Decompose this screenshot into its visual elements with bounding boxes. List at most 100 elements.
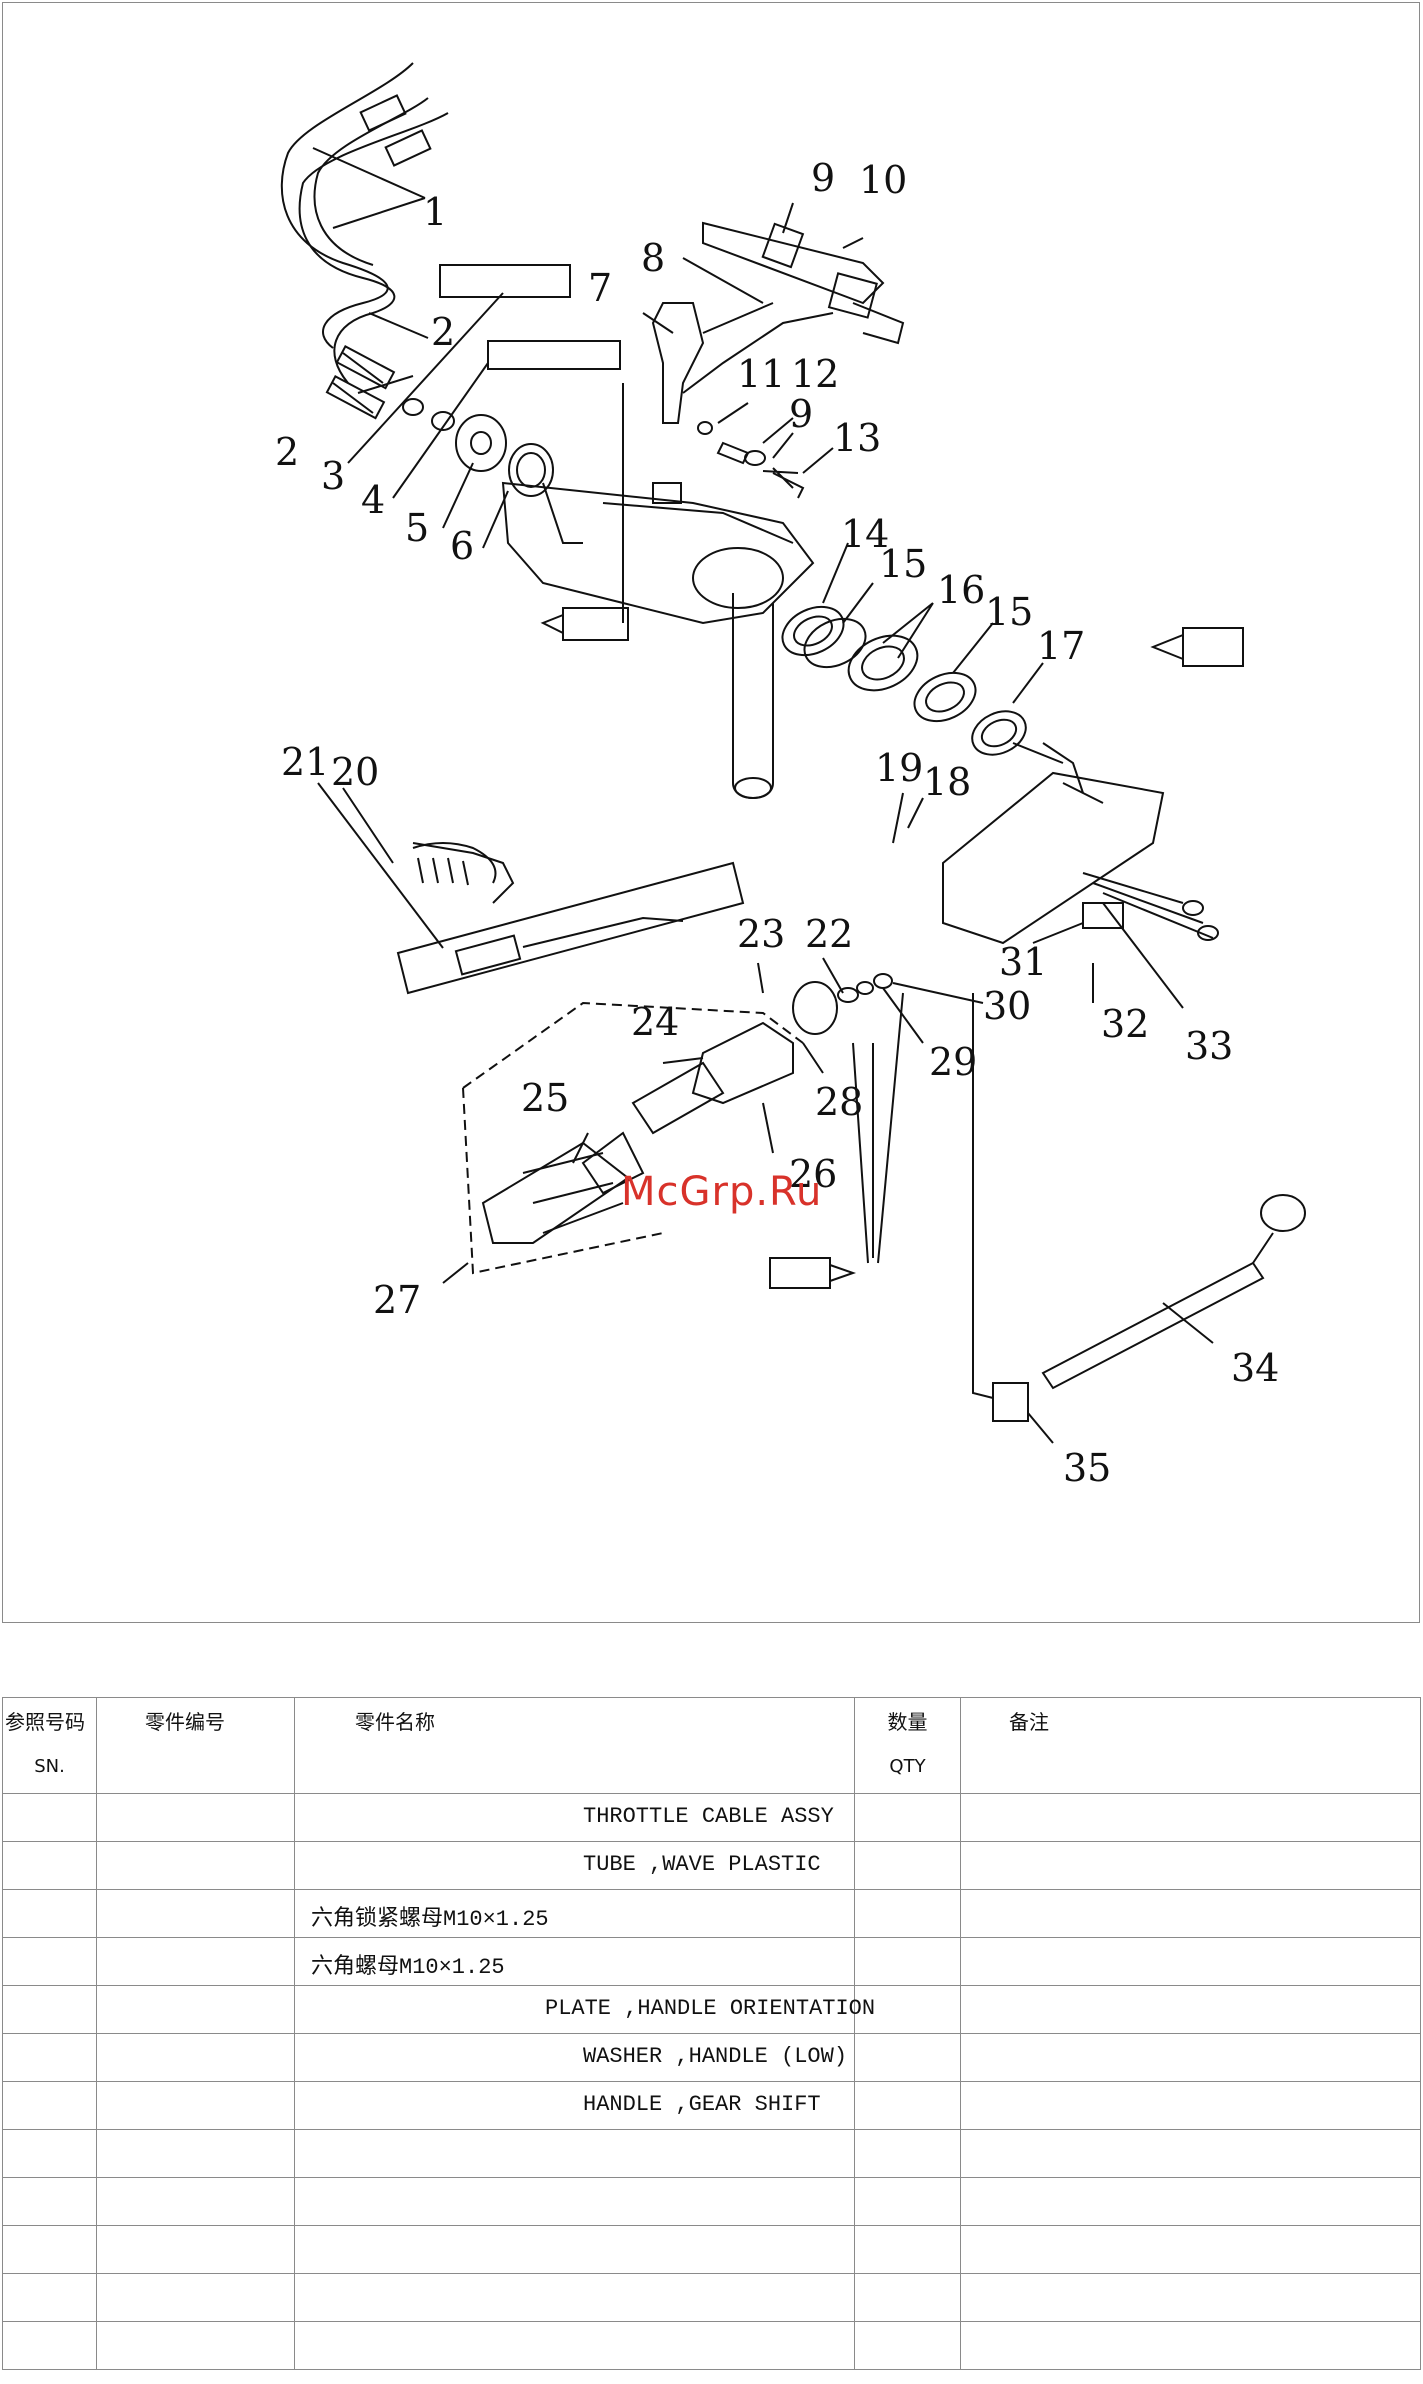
table-row	[2, 2129, 1421, 2178]
parts-table: 参照号码 SN. 零件编号 零件名称 数量 QTY 备注 THROTTLE CA…	[2, 1697, 1421, 2370]
part-name-cell: PLATE ,HANDLE ORIENTATION	[294, 1985, 875, 2034]
table-cell	[96, 1841, 295, 1890]
callout: 14	[841, 512, 889, 556]
callout: 25	[521, 1076, 569, 1120]
part-name-cell: 六角锁紧螺母M10×1.25	[294, 1889, 855, 1938]
table-header-row: 参照号码 SN. 零件编号 零件名称 数量 QTY 备注	[2, 1697, 1421, 1794]
part-name-cell: WASHER ,HANDLE (LOW)	[294, 2033, 855, 2082]
table-cell	[96, 2129, 295, 2178]
table-cell	[960, 2033, 1421, 2082]
callout: 9	[789, 392, 813, 436]
table-cell	[96, 1793, 295, 1842]
callout: 34	[1231, 1346, 1279, 1390]
table-cell	[854, 1889, 961, 1938]
callout: 7	[588, 266, 612, 310]
callout: 3	[321, 454, 345, 498]
header-qty: 数量 QTY	[854, 1697, 961, 1794]
table-cell	[96, 2273, 295, 2322]
table-cell	[2, 2081, 97, 2130]
table-cell	[960, 2321, 1421, 2370]
callout: 26	[789, 1152, 837, 1196]
part-name-cell: THROTTLE CABLE ASSY	[294, 1793, 855, 1842]
callout: 24	[631, 1000, 679, 1044]
table-row	[2, 2177, 1421, 2226]
watermark: McGrp.Ru	[621, 1169, 823, 1215]
callout: 20	[331, 750, 379, 794]
callout: 17	[1037, 624, 1085, 668]
table-cell	[854, 1793, 961, 1842]
callout: 22	[805, 912, 853, 956]
table-cell	[854, 2177, 961, 2226]
table-cell	[2, 2177, 97, 2226]
part-name-cell	[294, 2129, 855, 2178]
table-row: THROTTLE CABLE ASSY	[2, 1793, 1421, 1842]
callout: 15	[879, 542, 927, 586]
table-cell	[960, 2177, 1421, 2226]
table-cell	[960, 2225, 1421, 2274]
table-cell	[960, 2129, 1421, 2178]
diagram-frame: 1 2 2 3 4 5 6 7 8 9 10 11 12 9 13 14 15 …	[2, 2, 1420, 1623]
callout: 15	[985, 590, 1033, 634]
table-row: TUBE ,WAVE PLASTIC	[2, 1841, 1421, 1890]
part-name-cell	[294, 2177, 855, 2226]
callout: 23	[737, 912, 785, 956]
table-cell	[96, 2033, 295, 2082]
callout: 33	[1185, 1024, 1233, 1068]
callout: 31	[999, 940, 1047, 984]
table-cell	[96, 2177, 295, 2226]
table-cell	[854, 2273, 961, 2322]
callout: 2	[275, 430, 299, 474]
callout: 12	[791, 352, 839, 396]
callout: 11	[737, 352, 785, 396]
table-row: HANDLE ,GEAR SHIFT	[2, 2081, 1421, 2130]
table-cell	[854, 2033, 961, 2082]
callout: 5	[405, 506, 429, 550]
table-cell	[2, 2033, 97, 2082]
table-cell	[96, 2225, 295, 2274]
part-name-cell: 六角螺母M10×1.25	[294, 1937, 855, 1986]
table-cell	[960, 1889, 1421, 1938]
table-cell	[854, 2129, 961, 2178]
part-name-cell	[294, 2225, 855, 2274]
callout: 29	[929, 1040, 977, 1084]
table-cell	[96, 1985, 295, 2034]
part-name-cell: TUBE ,WAVE PLASTIC	[294, 1841, 855, 1890]
callout: 16	[937, 568, 985, 612]
table-row: PLATE ,HANDLE ORIENTATION	[2, 1985, 1421, 2034]
callout: 8	[641, 236, 665, 280]
callout: 27	[373, 1278, 421, 1322]
callout: 18	[923, 760, 971, 804]
callout: 6	[450, 524, 474, 568]
table-cell	[854, 1937, 961, 1986]
table-row: 六角螺母M10×1.25	[2, 1937, 1421, 1986]
callout: 13	[833, 416, 881, 460]
part-name-cell	[294, 2321, 855, 2370]
table-cell	[96, 1889, 295, 1938]
table-cell	[960, 1985, 1421, 2034]
table-cell	[960, 1937, 1421, 1986]
callout: 21	[281, 740, 329, 784]
table-row	[2, 2273, 1421, 2322]
table-cell	[960, 1841, 1421, 1890]
table-cell	[96, 2321, 295, 2370]
callout: 35	[1063, 1446, 1111, 1490]
table-cell	[960, 1793, 1421, 1842]
table-cell	[960, 2273, 1421, 2322]
table-cell	[854, 1985, 961, 2034]
callout: 30	[983, 984, 1031, 1028]
table-cell	[854, 2081, 961, 2130]
callout: 32	[1101, 1002, 1149, 1046]
table-cell	[854, 2225, 961, 2274]
table-row	[2, 2225, 1421, 2274]
callout: 9	[811, 156, 835, 200]
callout: 1	[423, 190, 447, 234]
table-cell	[2, 2129, 97, 2178]
table-cell	[2, 1793, 97, 1842]
callout: 19	[875, 746, 923, 790]
header-ref: 参照号码 SN.	[2, 1697, 97, 1794]
header-note: 备注	[960, 1697, 1421, 1794]
table-cell	[960, 2081, 1421, 2130]
callout: 2	[431, 310, 455, 354]
callout: 4	[361, 478, 385, 522]
part-name-cell: HANDLE ,GEAR SHIFT	[294, 2081, 855, 2130]
